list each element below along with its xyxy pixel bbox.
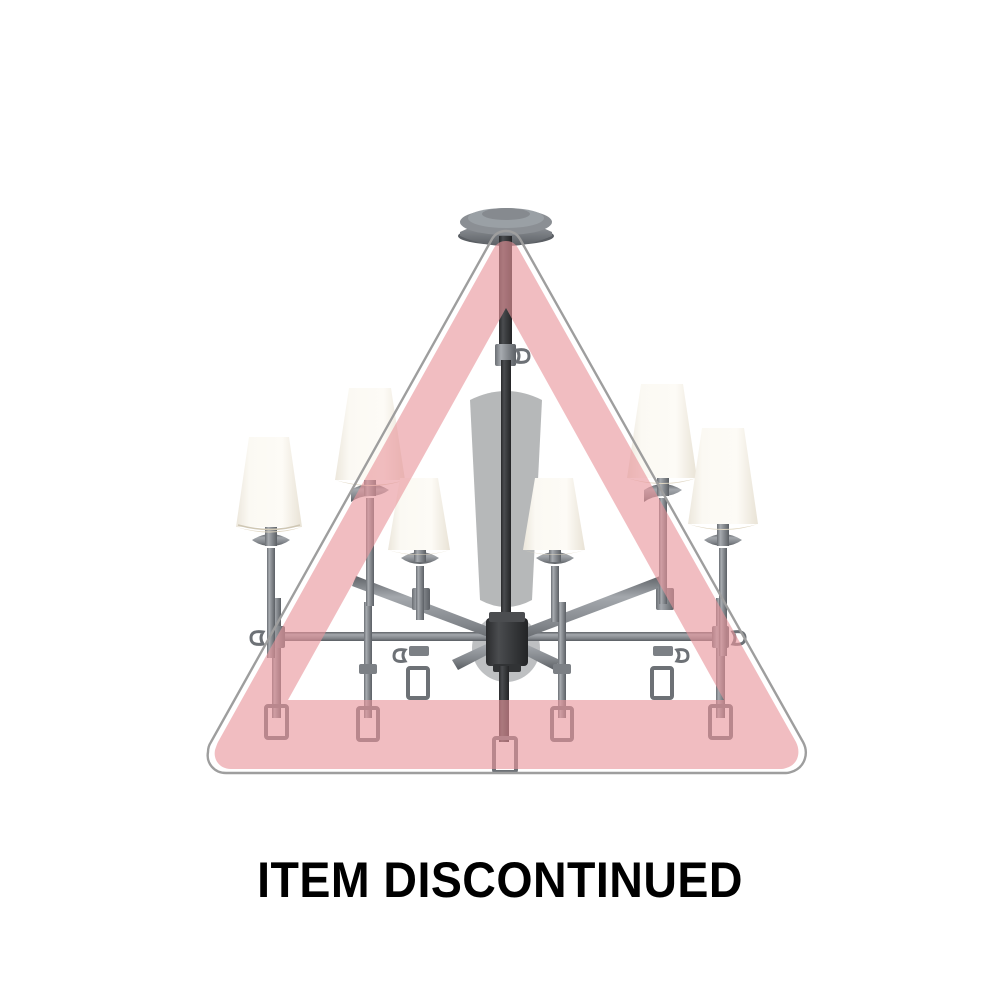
shade-5 <box>627 384 697 478</box>
triangle-band-shape <box>214 241 799 769</box>
lower-arm-set <box>272 576 724 670</box>
ceiling-canopy <box>458 208 554 246</box>
shade-1 <box>236 437 302 527</box>
warning-triangle-overlay <box>206 229 807 775</box>
shade-4 <box>523 478 585 550</box>
discontinued-caption: ITEM DISCONTINUED <box>257 852 743 908</box>
shade-6 <box>688 428 758 524</box>
triangle-band <box>214 241 799 769</box>
rod-collar-loop <box>514 348 531 364</box>
shade-3 <box>388 478 450 550</box>
lamp-arm-4 <box>523 478 585 622</box>
triangle-outline <box>206 229 807 775</box>
lamp-arm-3 <box>388 478 450 620</box>
main-rod-lower <box>501 360 511 628</box>
lamp-arm-1 <box>236 437 302 658</box>
central-hub <box>486 612 528 672</box>
